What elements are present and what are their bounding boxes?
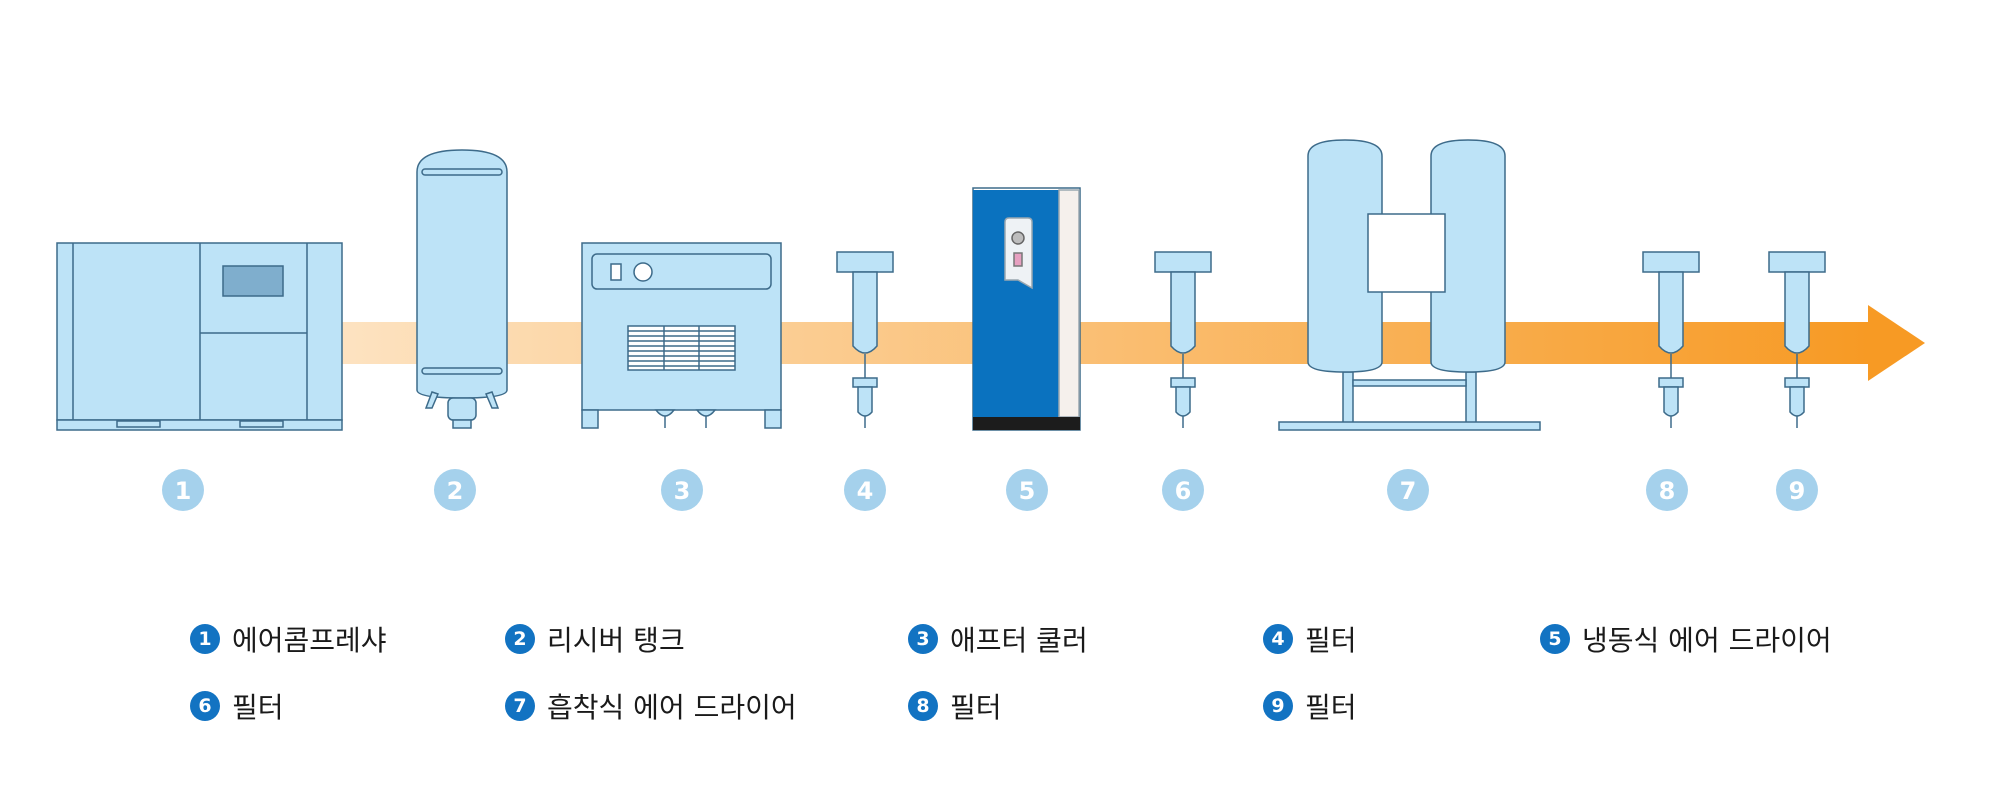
number-circle-label: 1 bbox=[175, 477, 192, 505]
number-circle-4: 4 bbox=[844, 469, 886, 511]
legend-label: 에어콤프레샤 bbox=[232, 624, 387, 657]
legend-badge: 5 bbox=[1540, 624, 1570, 654]
legend-item-6: 6 필터 bbox=[190, 686, 284, 726]
number-circle-2: 2 bbox=[434, 469, 476, 511]
number-circle-label: 2 bbox=[447, 477, 464, 505]
number-circle-label: 9 bbox=[1789, 477, 1806, 505]
filter-icon bbox=[1642, 251, 1700, 428]
filter-icon bbox=[836, 251, 894, 428]
number-circle-8: 8 bbox=[1646, 469, 1688, 511]
legend-item-9: 9 필터 bbox=[1263, 686, 1357, 726]
legend-item-5: 5 냉동식 에어 드라이어 bbox=[1540, 619, 1832, 659]
legend-badge: 2 bbox=[505, 624, 535, 654]
number-circle-7: 7 bbox=[1387, 469, 1429, 511]
number-circle-5: 5 bbox=[1006, 469, 1048, 511]
number-circle-3: 3 bbox=[661, 469, 703, 511]
legend-badge: 4 bbox=[1263, 624, 1293, 654]
legend-label: 필터 bbox=[232, 691, 284, 724]
legend-badge: 8 bbox=[908, 691, 938, 721]
legend-label: 리시버 탱크 bbox=[547, 624, 685, 657]
number-circle-label: 8 bbox=[1659, 477, 1676, 505]
legend-badge: 7 bbox=[505, 691, 535, 721]
number-circles: 1 2 3 4 5 6 7 8 9 bbox=[162, 469, 1818, 511]
legend-label: 냉동식 에어 드라이어 bbox=[1582, 624, 1832, 657]
filters-group bbox=[836, 251, 1826, 428]
number-circle-label: 6 bbox=[1175, 477, 1192, 505]
legend-badge: 6 bbox=[190, 691, 220, 721]
filter-icon bbox=[1154, 251, 1212, 428]
receiver-tank-icon bbox=[416, 149, 508, 429]
number-circle-label: 4 bbox=[857, 477, 874, 505]
number-circle-label: 5 bbox=[1019, 477, 1036, 505]
legend-label: 필터 bbox=[950, 691, 1002, 724]
legend-item-2: 2 리시버 탱크 bbox=[505, 619, 685, 659]
flow-arrow bbox=[330, 305, 1925, 381]
number-circle-9: 9 bbox=[1776, 469, 1818, 511]
after-cooler-icon bbox=[581, 242, 782, 429]
air-compressor-icon bbox=[56, 242, 343, 431]
legend-label: 애프터 쿨러 bbox=[950, 624, 1088, 657]
legend-item-3: 3 애프터 쿨러 bbox=[908, 619, 1088, 659]
number-circle-label: 3 bbox=[674, 477, 691, 505]
legend-badge: 9 bbox=[1263, 691, 1293, 721]
legend-label: 흡착식 에어 드라이어 bbox=[547, 691, 797, 724]
legend-badge: 1 bbox=[190, 624, 220, 654]
legend-badge: 3 bbox=[908, 624, 938, 654]
number-circle-label: 7 bbox=[1400, 477, 1417, 505]
number-circle-6: 6 bbox=[1162, 469, 1204, 511]
legend-item-7: 7 흡착식 에어 드라이어 bbox=[505, 686, 797, 726]
legend-label: 필터 bbox=[1305, 691, 1357, 724]
refrigerated-dryer-icon bbox=[972, 187, 1081, 431]
legend-item-1: 1 에어콤프레샤 bbox=[190, 619, 387, 659]
legend-item-8: 8 필터 bbox=[908, 686, 1002, 726]
desiccant-dryer-icon bbox=[1278, 139, 1541, 431]
legend-label: 필터 bbox=[1305, 624, 1357, 657]
filter-icon bbox=[1768, 251, 1826, 428]
legend-item-4: 4 필터 bbox=[1263, 619, 1357, 659]
number-circle-1: 1 bbox=[162, 469, 204, 511]
